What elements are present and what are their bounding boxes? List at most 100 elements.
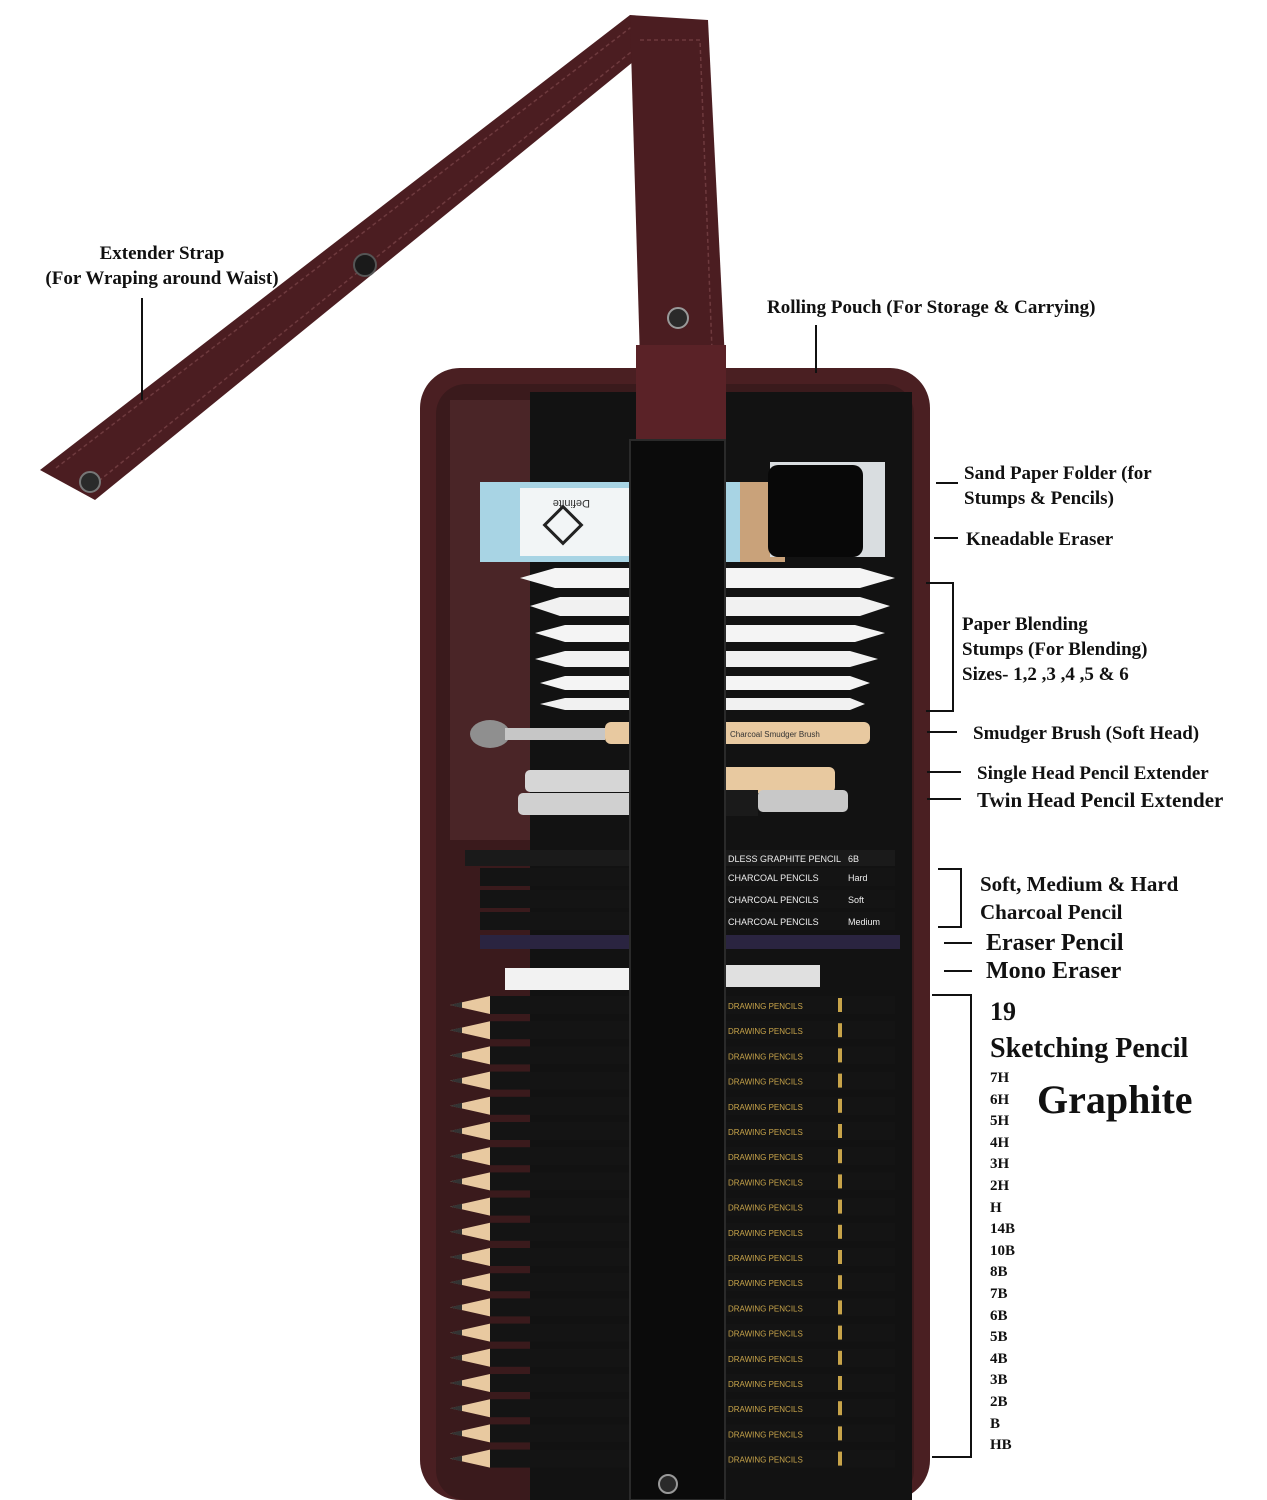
pencil-tip — [450, 1197, 490, 1216]
sketch-title: Sketching Pencil — [990, 1033, 1189, 1064]
pencil-band — [838, 1224, 842, 1239]
pencil-tip — [450, 1222, 490, 1241]
sand-paper-label: Sand Paper Folder (for Stumps & Pencils) — [964, 461, 1152, 511]
grade-item: 6H — [990, 1091, 1010, 1108]
pencil-band — [838, 1124, 842, 1138]
pencil-lead — [450, 1380, 462, 1386]
pencil-brand-text: DRAWING PENCILS — [728, 1405, 803, 1414]
kneadable-eraser-leader — [934, 537, 958, 539]
charcoal-grade-2: Soft — [848, 895, 865, 905]
eraser-brand-text: Definite — [553, 497, 590, 509]
grade-item: 8B — [990, 1264, 1008, 1281]
charcoal-bracket — [938, 868, 962, 928]
pencil-band — [838, 1048, 842, 1063]
grade-item: 2H — [990, 1177, 1010, 1194]
pencil-band — [838, 1426, 842, 1441]
extender-strap-line2: (For Wraping around Waist) — [45, 268, 279, 289]
pencil-band — [838, 1401, 842, 1416]
extender-strap-label: Extender Strap (For Wraping around Waist… — [12, 241, 312, 291]
sand-paper-leader — [936, 482, 958, 484]
pencil-lead — [450, 1254, 462, 1260]
charcoal-grade-3: Medium — [848, 917, 880, 927]
pencil-brand-text: DRAWING PENCILS — [728, 1052, 803, 1061]
snap-button — [353, 253, 377, 277]
charcoal-line2: Charcoal Pencil — [980, 900, 1123, 924]
sketching-bracket — [932, 994, 972, 1458]
sketch-count: 19 — [990, 997, 1016, 1026]
grade-item: 5H — [990, 1113, 1010, 1130]
single-extender-leader — [927, 771, 961, 773]
grade-item: 7H — [990, 1070, 1010, 1086]
eraser-pencil-leader — [944, 942, 972, 944]
pencil-band — [838, 1023, 842, 1038]
pencil-band — [838, 1149, 842, 1164]
pencil-lead — [450, 1178, 462, 1185]
pencil-brand-text: DRAWING PENCILS — [728, 1430, 803, 1439]
pencil-brand-text: DRAWING PENCILS — [728, 1279, 803, 1288]
single-extender-label: Single Head Pencil Extender — [977, 763, 1209, 784]
pencil-lead — [450, 1405, 462, 1412]
pencil-tip — [450, 1424, 490, 1443]
grade-item: 14B — [990, 1221, 1016, 1238]
grade-item: 5B — [990, 1329, 1008, 1346]
pencil-lead — [450, 1052, 462, 1059]
blending-bracket — [926, 582, 954, 712]
pouch-tab — [636, 345, 726, 440]
graphite-label: Graphite — [1037, 1077, 1193, 1122]
brush-text: Charcoal Smudger Brush — [730, 730, 820, 739]
pencil-tip — [450, 1248, 490, 1266]
pencil-lead — [450, 1354, 462, 1361]
rolling-pouch-leader — [815, 325, 817, 373]
pencil-tip — [450, 1273, 490, 1292]
pencil-band — [838, 1275, 842, 1290]
grade-item: 7B — [990, 1285, 1008, 1302]
blending-line1: Paper Blending — [962, 614, 1088, 635]
pencil-lead — [450, 1304, 462, 1311]
pencil-band — [838, 1300, 842, 1315]
pencil-band — [838, 1325, 842, 1340]
pencil-brand-text: DRAWING PENCILS — [728, 1456, 803, 1465]
charcoal-text-2: CHARCOAL PENCILS — [728, 895, 819, 905]
mono-eraser-leader — [944, 970, 972, 972]
grade-item: 4H — [990, 1134, 1010, 1151]
pencil-brand-text: DRAWING PENCILS — [728, 1229, 803, 1238]
charcoal-line1: Soft, Medium & Hard — [980, 872, 1179, 896]
charcoal-grade-1: Hard — [848, 873, 868, 883]
pencil-band — [838, 1199, 842, 1214]
sand-paper-line2: Stumps & Pencils) — [964, 488, 1114, 509]
pencil-lead — [450, 1077, 462, 1084]
pencil-brand-text: DRAWING PENCILS — [728, 1153, 803, 1162]
pencils: DLESS GRAPHITE PENCIL 6B CHARCOAL PENCIL… — [465, 850, 900, 990]
pencil-band — [838, 1073, 842, 1088]
extender-strap — [40, 15, 725, 500]
sand-paper-folder — [768, 462, 885, 557]
pencil-lead — [450, 1430, 462, 1437]
pencil-brand-text: DRAWING PENCILS — [728, 1178, 803, 1187]
snap-button — [667, 307, 689, 329]
pencil-lead — [450, 1027, 462, 1034]
pencil-brand-text: DRAWING PENCILS — [728, 1330, 803, 1339]
pencil-brand-text: DRAWING PENCILS — [728, 1128, 803, 1137]
smudger-brush-label: Smudger Brush (Soft Head) — [973, 723, 1200, 744]
pencil-lead — [450, 1153, 462, 1160]
woodless-text: DLESS GRAPHITE PENCIL — [728, 854, 841, 864]
pencil-band — [838, 1451, 842, 1466]
pencil-brand-text: DRAWING PENCILS — [728, 1304, 803, 1313]
grade-item: 3B — [990, 1372, 1008, 1389]
charcoal-label: Soft, Medium & Hard Charcoal Pencil — [980, 870, 1178, 926]
pencil-band — [838, 998, 842, 1012]
extender-strap-line1: Extender Strap — [99, 243, 225, 264]
pencil-tip — [450, 1298, 490, 1317]
grade-item: H — [990, 1199, 1002, 1216]
grade-item: 10B — [990, 1242, 1016, 1259]
pencil-lead — [450, 1455, 462, 1462]
pencil-brand-text: DRAWING PENCILS — [728, 1078, 803, 1087]
pencil-tip — [450, 1399, 490, 1418]
grade-item: B — [990, 1415, 1001, 1432]
charcoal-text-1: CHARCOAL PENCILS — [728, 873, 819, 883]
pencil-band — [838, 1174, 842, 1189]
woodless-grade: 6B — [848, 854, 859, 864]
pencil-lead — [450, 1203, 462, 1210]
eraser-pencil-label: Eraser Pencil — [986, 930, 1124, 956]
